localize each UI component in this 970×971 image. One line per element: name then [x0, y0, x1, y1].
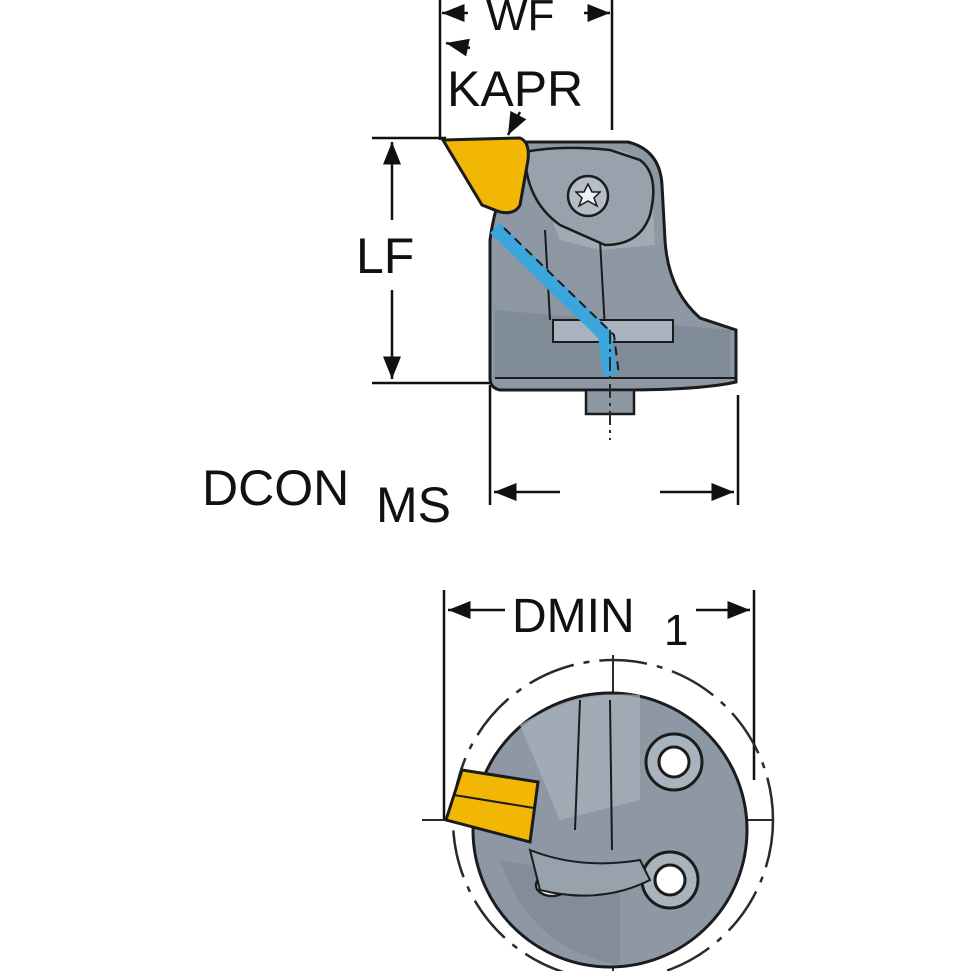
end-line-2 [609, 699, 613, 851]
kapr-arrow-tip [506, 110, 527, 136]
dcon-label: DCON [202, 460, 349, 516]
dcon-subscript: MS [376, 477, 451, 533]
dmin-label: DMIN [512, 590, 635, 643]
torx-star-icon [574, 182, 602, 208]
coolant-channel [490, 222, 617, 376]
cutting-insert [440, 136, 530, 215]
side-view: WF KAPR LF DCON MS [202, 0, 740, 533]
body-line-2 [599, 239, 606, 331]
end-insert-edge [453, 794, 535, 809]
body-slot [552, 319, 674, 343]
kapr-label: KAPR [447, 61, 583, 117]
kapr-arrow-left [445, 38, 471, 57]
lf-label: LF [356, 228, 414, 284]
screw-hole-bottom-inner [653, 863, 687, 897]
end-line-1 [574, 699, 581, 831]
dmin-subscript: 1 [664, 606, 688, 655]
coolant-channel-outline [503, 227, 620, 376]
screw-hole-top-inner [657, 745, 691, 779]
end-insert [444, 768, 540, 844]
wf-label: WF [486, 0, 554, 40]
end-view: DMIN 1 [422, 590, 775, 971]
end-clamp [528, 848, 652, 897]
